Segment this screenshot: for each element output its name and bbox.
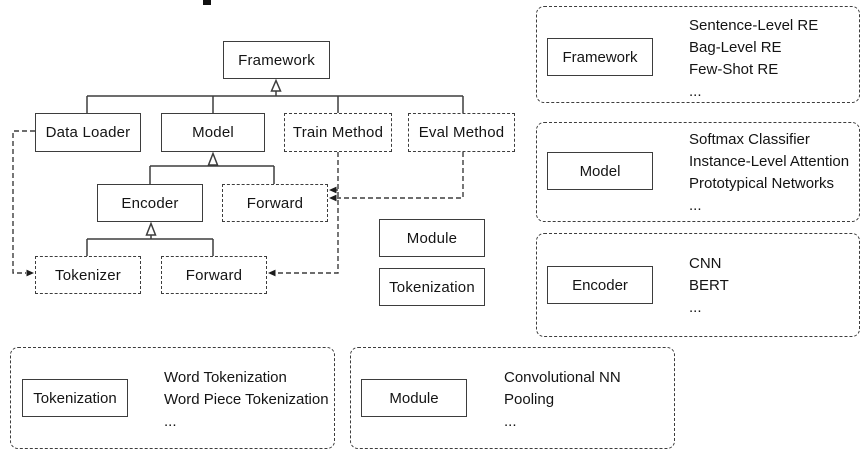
legend-item: CNN <box>689 255 722 272</box>
legend-panel-framework: Framework Sentence-Level RE Bag-Level RE… <box>536 6 860 103</box>
legend-label-model: Model <box>547 152 653 190</box>
node-forward-encoder: Forward <box>161 256 267 294</box>
cropped-caption-artifact <box>203 0 211 5</box>
legend-item: Instance-Level Attention <box>689 153 850 170</box>
legend-item: Pooling <box>504 391 555 408</box>
legend-item: ... <box>164 413 177 430</box>
node-framework: Framework <box>223 41 330 79</box>
legend-item: Bag-Level RE <box>689 39 782 56</box>
legend-item: ... <box>504 413 517 430</box>
legend-panel-module: Module Convolutional NN Pooling ... <box>350 347 675 449</box>
legend-item: Few-Shot RE <box>689 61 779 78</box>
legend-panel-encoder: Encoder CNN BERT ... <box>536 233 860 337</box>
legend-panel-model: Model Softmax Classifier Instance-Level … <box>536 122 860 222</box>
node-tokenizer: Tokenizer <box>35 256 141 294</box>
node-eval-method: Eval Method <box>408 113 515 152</box>
legend-item: Word Tokenization <box>164 369 287 386</box>
legend-label-module: Module <box>361 379 467 417</box>
node-forward-model: Forward <box>222 184 328 222</box>
legend-item: Prototypical Networks <box>689 175 835 192</box>
legend-item: Sentence-Level RE <box>689 17 819 34</box>
legend-item: ... <box>689 197 702 214</box>
legend-item: BERT <box>689 277 729 294</box>
node-encoder: Encoder <box>97 184 203 222</box>
legend-panel-tokenization: Tokenization Word Tokenization Word Piec… <box>10 347 335 449</box>
legend-item: ... <box>689 299 702 316</box>
legend-label-framework: Framework <box>547 38 653 76</box>
node-module: Module <box>379 219 485 257</box>
legend-item: Softmax Classifier <box>689 131 810 148</box>
node-train-method: Train Method <box>284 113 392 152</box>
node-model: Model <box>161 113 265 152</box>
node-data-loader: Data Loader <box>35 113 141 152</box>
legend-label-encoder: Encoder <box>547 266 653 304</box>
node-tokenization: Tokenization <box>379 268 485 306</box>
legend-item: ... <box>689 83 702 100</box>
legend-label-tokenization: Tokenization <box>22 379 128 417</box>
legend-item: Convolutional NN <box>504 369 621 386</box>
legend-item: Word Piece Tokenization <box>164 391 329 408</box>
